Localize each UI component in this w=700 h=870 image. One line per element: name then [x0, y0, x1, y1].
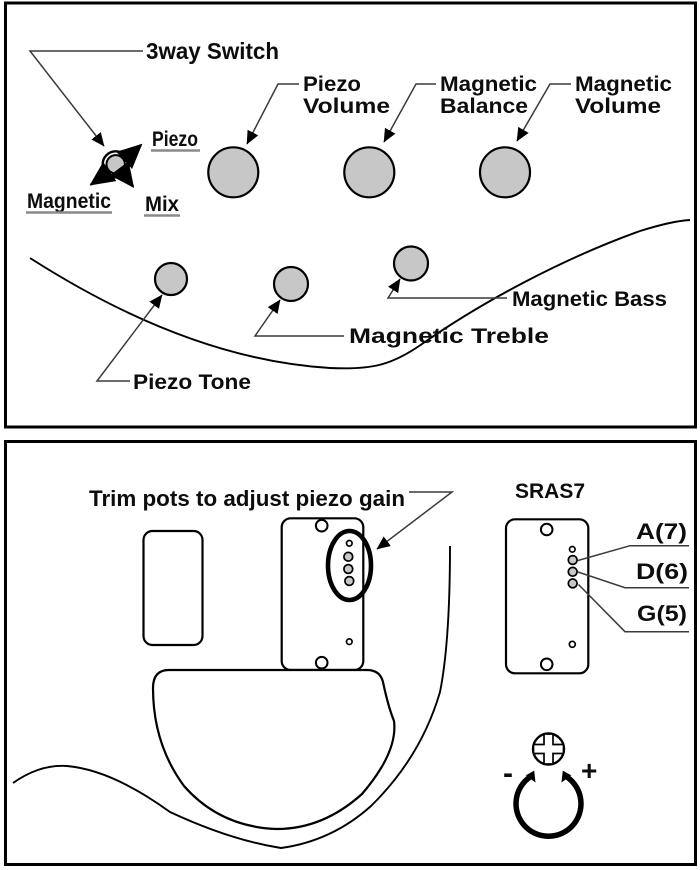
string-g5-leader	[577, 583, 689, 633]
sras7-hole-bottom	[568, 640, 577, 649]
switch-arrow-piezo	[116, 143, 143, 170]
sras7-screw-top	[539, 522, 554, 537]
piezo-volume-leader-arrow	[246, 83, 299, 145]
magnetic-volume-label-line2: Volume	[575, 95, 661, 118]
top-panel-border	[4, 1, 697, 429]
magnetic-treble-leader-arrow	[253, 299, 344, 337]
middle-pickup-screw-top	[314, 518, 329, 533]
sras7-trim-pot-a	[567, 554, 578, 566]
middle-pickup-hole-bottom	[345, 638, 353, 646]
three-way-switch-label: 3way Switch	[146, 38, 279, 64]
rotation-arc	[513, 774, 584, 839]
switch-position-mix-label: Mix	[145, 193, 179, 216]
three-way-switch-knob	[105, 154, 126, 175]
piezo-volume-label-line1: Piezo	[303, 73, 361, 96]
sras7-trim-pot-g	[567, 578, 578, 589]
switch-arrow-mix	[109, 161, 135, 188]
sras7-screw-bottom	[539, 657, 554, 672]
switch-position-piezo-label: Piezo	[152, 128, 198, 151]
sras7-trim-pot-d	[567, 566, 578, 578]
middle-pickup-hole-top	[345, 539, 353, 547]
magnetic-balance-label-line1: Magnetic	[440, 73, 537, 96]
three-way-switch-leader-arrow	[28, 50, 143, 147]
trim-pot-3	[344, 575, 355, 587]
magnetic-bass-knob	[392, 245, 430, 282]
middle-pickup-screw-bottom	[314, 655, 329, 670]
magnetic-volume-leader-arrow	[516, 83, 571, 142]
piezo-tone-leader-arrow	[95, 294, 163, 382]
body-edge-curve-bottom-panel	[12, 545, 451, 849]
magnetic-volume-label-line1: Magnetic	[575, 73, 672, 96]
magnetic-balance-label-line2: Balance	[440, 95, 528, 118]
gain-decrease-label: -	[503, 757, 513, 790]
sras7-pickup-outline	[504, 518, 590, 675]
magnetic-treble-knob	[272, 265, 310, 303]
sras7-hole-top	[568, 545, 576, 553]
magnetic-treble-label: Magnetic Treble	[349, 325, 549, 348]
bottom-panel: Trim pots to adjust piezo gain SRAS7 A(7…	[4, 440, 697, 866]
string-label-a7: A(7)	[636, 519, 687, 544]
switch-position-magnetic-label: Magnetic	[27, 190, 111, 213]
magnetic-balance-leader-arrow	[383, 83, 436, 143]
top-panel: 3way Switch Piezo Magnetic Mix Piezo V	[4, 1, 697, 429]
trim-pots-note: Trim pots to adjust piezo gain	[89, 486, 405, 511]
phillips-cross-icon	[532, 733, 565, 765]
magnetic-volume-knob	[478, 146, 532, 199]
trim-pot-1	[343, 551, 354, 562]
string-label-d6: D(6)	[636, 559, 688, 584]
magnetic-balance-knob	[343, 146, 396, 199]
string-d6-leader	[577, 571, 689, 589]
switch-arrow-magnetic	[89, 161, 117, 186]
rotation-arrowhead-left	[525, 770, 536, 783]
trim-pots-highlight-oval	[325, 528, 374, 603]
body-edge-curve-top-panel	[29, 219, 691, 370]
string-a7-leader	[577, 544, 689, 562]
magnetic-bass-label: Magnetic Bass	[512, 288, 667, 311]
gain-increase-label: +	[581, 755, 597, 786]
piezo-tone-label: Piezo Tone	[133, 371, 251, 394]
pickup-model-label: SRAS7	[515, 480, 585, 503]
piezo-tone-knob	[153, 261, 189, 297]
piezo-volume-knob	[207, 146, 260, 199]
trim-pot-2	[343, 563, 354, 575]
rotation-arrowhead-right	[561, 770, 572, 783]
bridge-plate-outline	[151, 668, 396, 831]
piezo-volume-label-line2: Volume	[303, 95, 390, 118]
trim-pots-leader-arrow	[376, 491, 455, 550]
trim-pot-rotation-icon: - +	[503, 732, 597, 839]
neck-pickup-outline	[142, 529, 204, 647]
magnetic-bass-leader-arrow	[386, 278, 507, 299]
string-label-g5: G(5)	[637, 601, 687, 626]
